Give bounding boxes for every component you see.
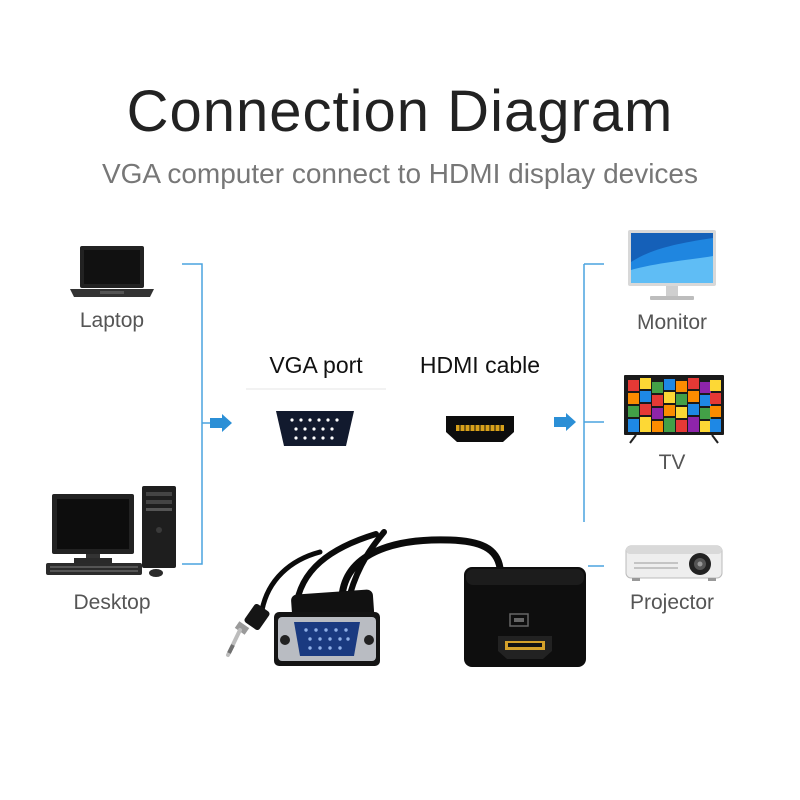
hdmi-cable-label: HDMI cable (419, 352, 541, 378)
hdmi-port-icon (446, 416, 514, 442)
display-label-projector: Projector (629, 591, 715, 614)
display-label-tv: TV (658, 451, 686, 474)
monitor-icon (628, 230, 716, 300)
page-subtitle: VGA computer connect to HDMI display dev… (101, 158, 699, 189)
vga-port-icon (276, 411, 354, 446)
arrow-right-icon (210, 414, 232, 432)
projector-icon (625, 545, 723, 581)
desktop-icon (46, 486, 176, 577)
display-label-monitor: Monitor (636, 311, 708, 334)
arrow-right-icon (554, 413, 576, 431)
hdmi-adapter-box (464, 567, 586, 667)
audio-jack-icon (226, 604, 270, 657)
display-bracket (583, 263, 604, 567)
vga-port-label: VGA port (269, 352, 363, 378)
page-title: Connection Diagram (126, 79, 674, 144)
vga-plug-icon (274, 589, 380, 666)
vga-to-hdmi-adapter (226, 529, 586, 667)
tv-icon (624, 375, 724, 444)
source-label-desktop: Desktop (73, 591, 151, 614)
source-label-laptop: Laptop (79, 309, 145, 332)
laptop-icon (70, 246, 154, 297)
